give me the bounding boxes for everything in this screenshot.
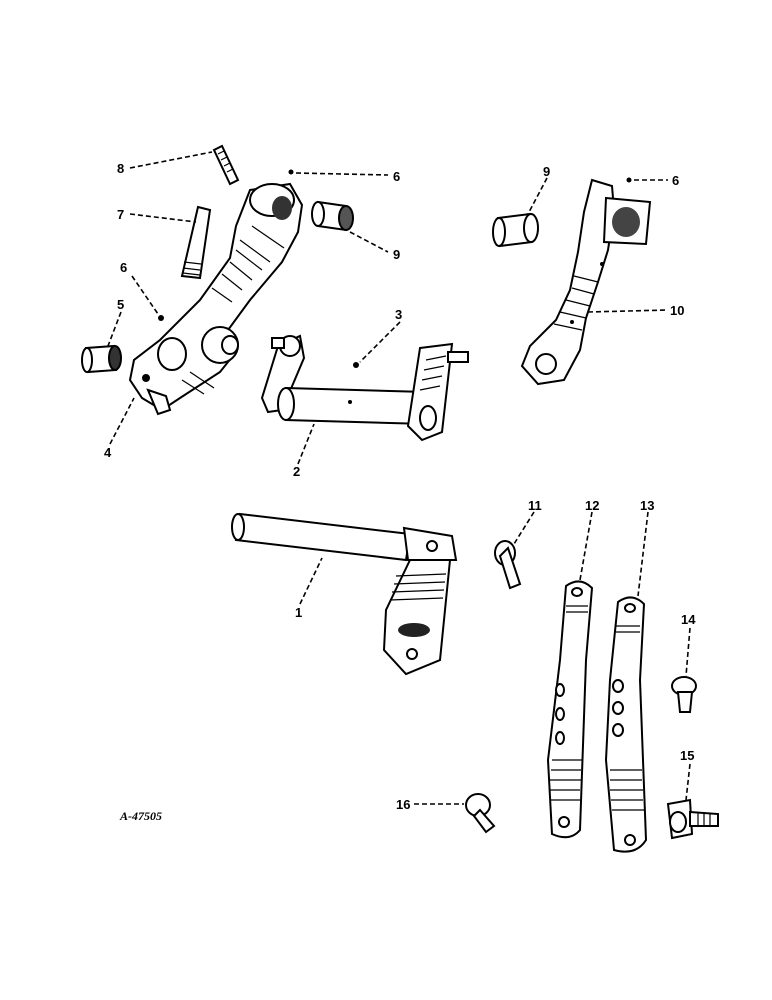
- drawing-code: A-47505: [119, 809, 162, 823]
- part-13-strap: [604, 596, 648, 853]
- callout-6-left: 6: [120, 260, 127, 275]
- callout-9-left: 9: [393, 247, 400, 262]
- callout-10: 10: [670, 303, 684, 318]
- callout-labels: 8 6 7 9 6 5 4 3 2 9 6 10 1 11 12 13 14 1…: [104, 161, 696, 812]
- callout-12: 12: [585, 498, 599, 513]
- part-6-pin-a: [288, 169, 294, 175]
- callout-15: 15: [680, 748, 694, 763]
- part-3-pin: [353, 362, 359, 368]
- part-9-bushing-b: [492, 212, 539, 248]
- part-10-arm: [520, 178, 652, 386]
- callout-7: 7: [117, 207, 124, 222]
- part-6-pin-c: [626, 177, 632, 183]
- callout-4: 4: [104, 445, 112, 460]
- part-14-bolt: [671, 676, 697, 713]
- part-1-shaft: [231, 512, 458, 676]
- callout-14: 14: [681, 612, 696, 627]
- part-2-shaft: [260, 334, 469, 442]
- callout-1: 1: [295, 605, 302, 620]
- callout-6-top: 6: [393, 169, 400, 184]
- callout-9-right: 9: [543, 164, 550, 179]
- part-8-pin: [212, 144, 240, 186]
- callout-3: 3: [395, 307, 402, 322]
- callout-8: 8: [117, 161, 124, 176]
- part-7-key: [180, 205, 212, 280]
- part-15-eye-bolt: [666, 798, 719, 840]
- part-6-pin-b: [158, 315, 164, 321]
- part-16-pin: [465, 793, 496, 834]
- callout-6-right: 6: [672, 173, 679, 188]
- callout-2: 2: [293, 464, 300, 479]
- callout-11: 11: [528, 498, 542, 513]
- leader-lines: [107, 151, 691, 805]
- part-11-pin: [494, 540, 522, 590]
- callout-16: 16: [396, 797, 410, 812]
- part-12-strap: [546, 580, 594, 839]
- part-5-bushing: [81, 344, 122, 374]
- part-4-lever: [128, 182, 304, 416]
- part-9-bushing-a: [311, 200, 354, 232]
- callout-5: 5: [117, 297, 124, 312]
- callout-13: 13: [640, 498, 654, 513]
